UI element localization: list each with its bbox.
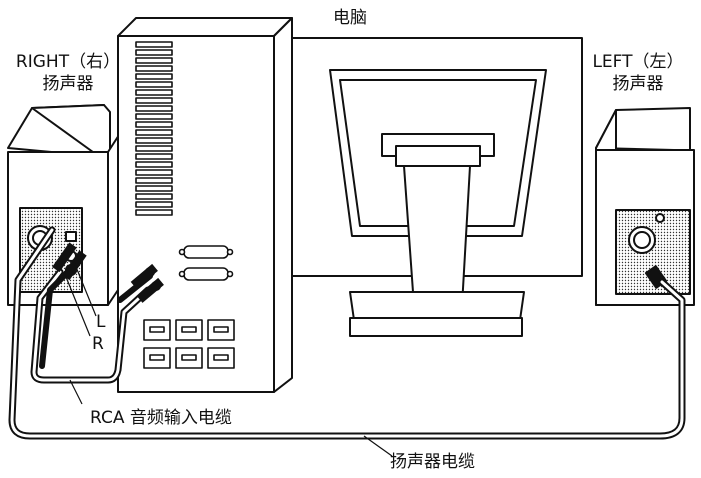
rca-cable-label: RCA 音频输入电缆 bbox=[90, 408, 232, 428]
leader-line-speaker-cable bbox=[363, 435, 393, 457]
left-speaker bbox=[595, 107, 695, 306]
leader-line-rca bbox=[69, 379, 83, 405]
speaker-cable bbox=[8, 226, 686, 440]
vent-slats bbox=[135, 41, 173, 216]
plug-r-label: R bbox=[92, 334, 104, 354]
left-speaker-label-line1: LEFT（左） bbox=[592, 52, 684, 72]
monitor-stand-base bbox=[349, 317, 523, 337]
left-speaker-label-line2: 扬声器 bbox=[612, 74, 664, 94]
parallel-port bbox=[178, 267, 234, 281]
leader-line-l bbox=[73, 261, 97, 317]
plug-l-label: L bbox=[96, 312, 106, 332]
monitor-stand-neck bbox=[403, 165, 471, 307]
speaker-cable-label: 扬声器电缆 bbox=[390, 452, 475, 472]
leader-lines bbox=[63, 261, 393, 457]
computer-label: 电脑 bbox=[333, 8, 367, 28]
right-speaker-label-line2: 扬声器 bbox=[42, 74, 94, 94]
serial-port bbox=[178, 245, 234, 259]
leader-line-r bbox=[63, 271, 91, 337]
monitor bbox=[291, 37, 583, 337]
expansion-slots bbox=[143, 319, 235, 369]
computer-tower bbox=[117, 17, 293, 393]
right-speaker-label-line1: RIGHT（右） bbox=[15, 52, 121, 72]
rca-cable bbox=[30, 242, 164, 384]
